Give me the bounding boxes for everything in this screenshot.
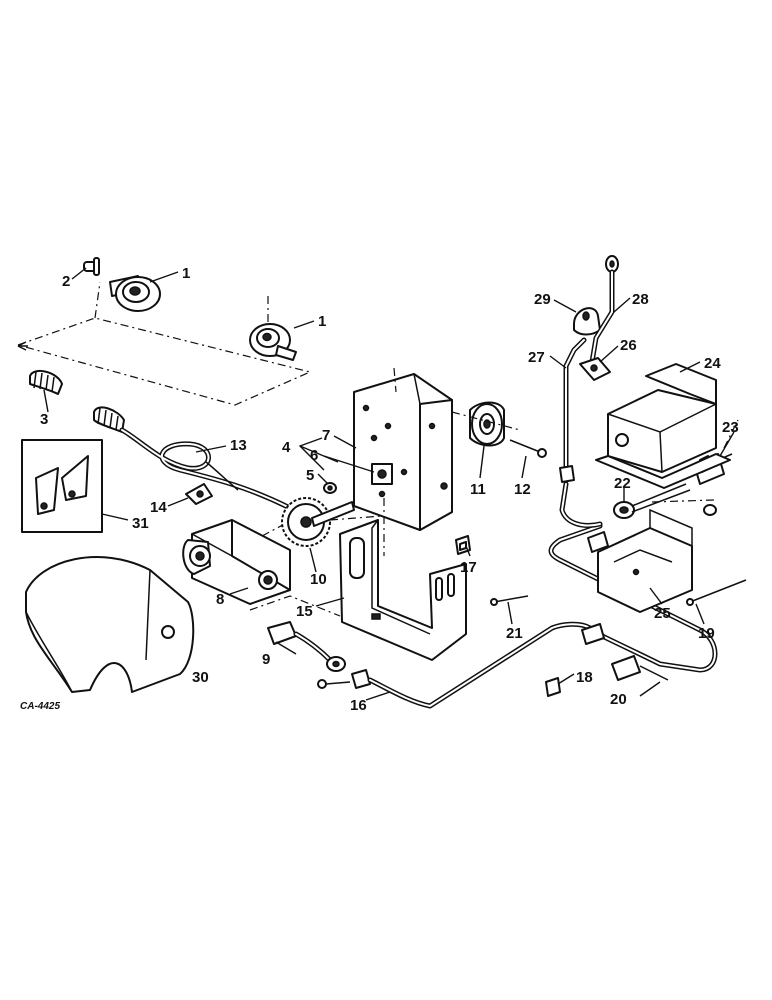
part-27-wire	[559, 337, 603, 528]
part-10-gear	[281, 497, 355, 547]
part-19-rod	[686, 579, 747, 606]
callout-28: 28	[632, 291, 649, 308]
diagram-code: CA-4425	[20, 701, 60, 712]
part-1-pulley-right	[249, 323, 297, 361]
part-17-clip	[455, 535, 471, 555]
callout-27: 27	[528, 349, 545, 366]
callout-3: 3	[40, 411, 48, 428]
part-28-wire	[589, 255, 619, 365]
part-7-mounting-plate	[353, 367, 453, 556]
callout-1-left: 1	[182, 265, 190, 282]
callout-25: 25	[654, 605, 671, 622]
phantom-outline-group	[15, 281, 312, 406]
callout-15: 15	[296, 603, 313, 620]
callout-14: 14	[150, 499, 167, 516]
part-11-roller	[451, 401, 521, 447]
part-30-cover	[25, 556, 195, 693]
part-13-cable	[119, 427, 293, 511]
part-15-u-bracket	[339, 519, 467, 661]
part-24-control-box	[595, 363, 731, 489]
callout-1-right: 1	[318, 313, 326, 330]
callout-29: 29	[534, 291, 551, 308]
part-31-plate-set	[21, 439, 129, 533]
callout-7: 7	[322, 427, 330, 444]
part-8-motor	[182, 517, 297, 605]
part-18-clip	[545, 677, 561, 697]
callout-22: 22	[614, 475, 631, 492]
callout-11: 11	[470, 481, 486, 498]
callout-31: 31	[132, 515, 149, 532]
part-25-base-plate	[597, 499, 717, 613]
callout-13: 13	[230, 437, 247, 454]
part-29-boot	[573, 307, 601, 336]
part-21-tie	[490, 595, 529, 606]
callout-4: 4	[282, 439, 291, 456]
callout-19: 19	[698, 625, 715, 642]
part-3-spring-right	[93, 406, 125, 433]
part-26-switch	[579, 357, 611, 381]
callout-5: 5	[306, 467, 314, 484]
part-2-clip	[83, 257, 100, 276]
callout-labels: 2 1 1 3 13 31 14 4 7 6 5 11 12 10 8 17 1…	[20, 265, 739, 714]
callout-24: 24	[704, 355, 721, 372]
callout-12: 12	[514, 481, 531, 498]
callout-9: 9	[262, 651, 270, 668]
callout-2: 2	[62, 273, 70, 290]
phantom-outline-motor	[249, 515, 383, 617]
callout-18: 18	[576, 669, 593, 686]
callout-20: 20	[610, 691, 627, 708]
part-12-bolt	[509, 439, 547, 458]
callout-26: 26	[620, 337, 637, 354]
callout-30: 30	[192, 669, 209, 686]
part-3-spring-left	[29, 369, 63, 395]
part-14-clip	[185, 483, 213, 505]
part-1-pulley-left	[109, 275, 161, 312]
callout-10: 10	[310, 571, 327, 588]
callout-17: 17	[460, 559, 477, 576]
callout-6: 6	[310, 447, 318, 464]
part-20-harness	[548, 523, 718, 681]
callout-21: 21	[506, 625, 523, 642]
part-5-nut	[323, 482, 337, 494]
callout-16: 16	[350, 697, 367, 714]
callout-8: 8	[216, 591, 224, 608]
part-16-harness	[317, 621, 593, 709]
callout-23: 23	[722, 419, 739, 436]
leader-lines	[17, 267, 735, 701]
part-9-connector	[267, 621, 346, 672]
